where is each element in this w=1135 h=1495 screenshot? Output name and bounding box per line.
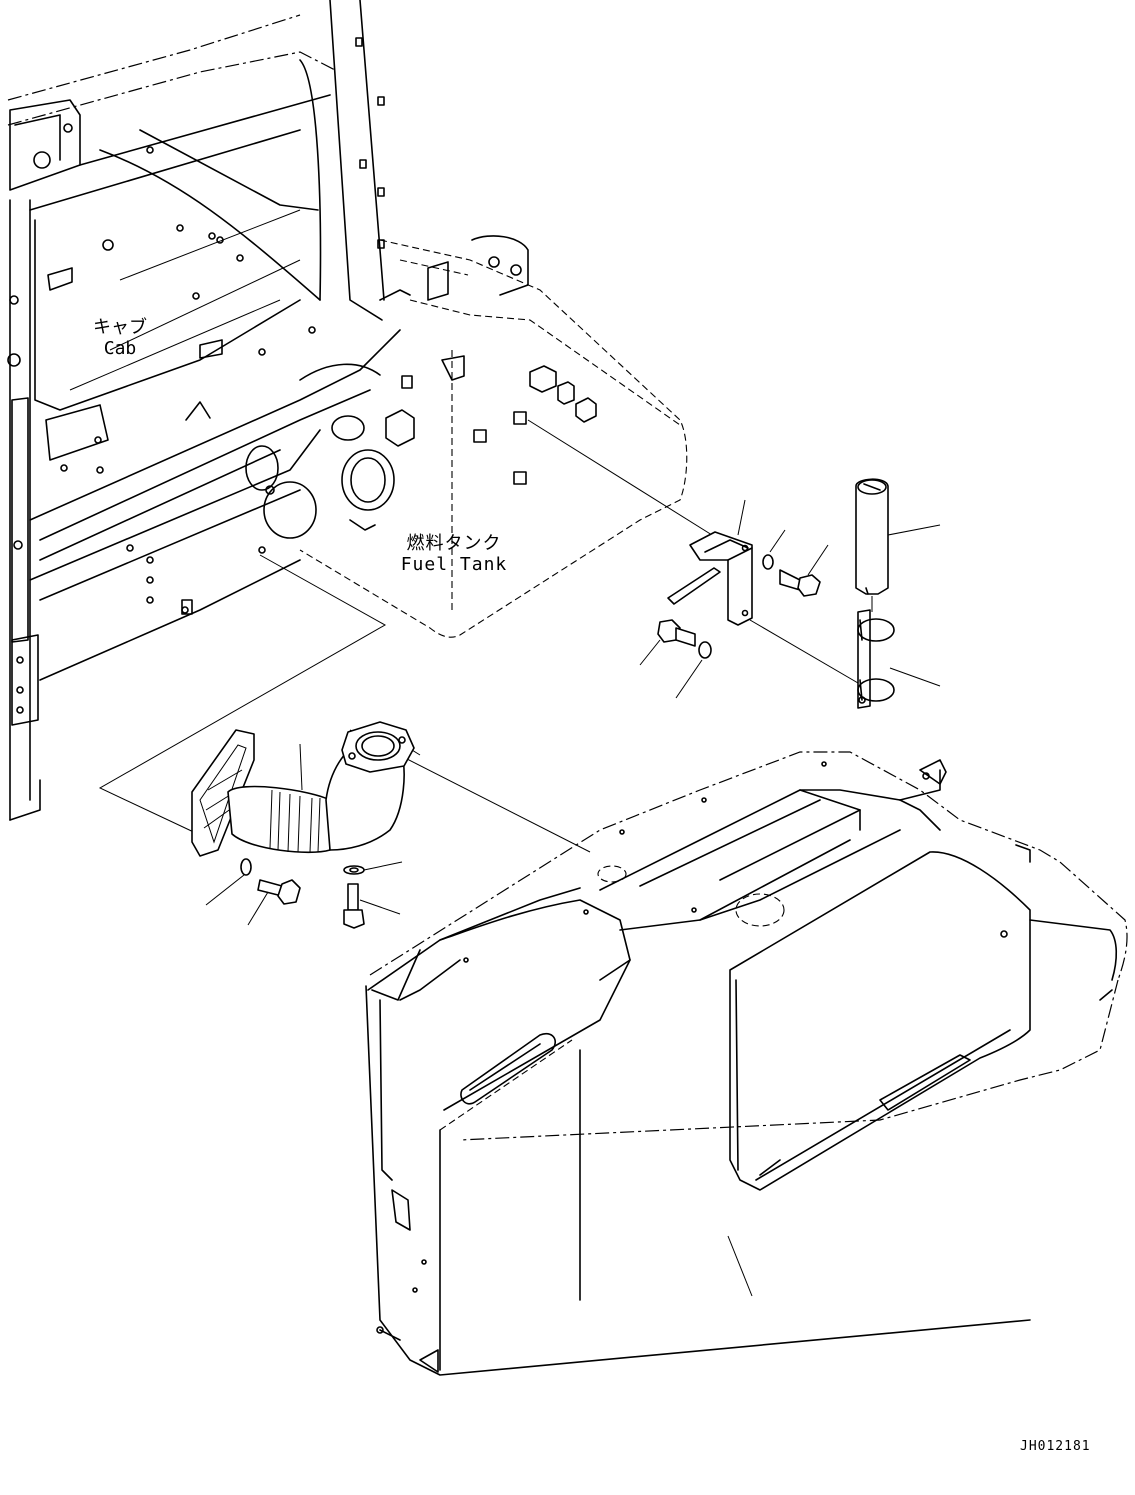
bolt-left [247,879,301,926]
elbow-pipe [191,721,415,857]
cab-frame [7,0,411,821]
cab-label-en: Cab [103,337,137,359]
washer-center [343,861,403,875]
bolt-right-upper [779,544,829,597]
fuel-tank-label-en: Fuel Tank [400,553,508,575]
drawing-code: JH012181 [1020,1439,1091,1454]
bolt-center [343,883,401,929]
mounting-bracket [667,499,753,626]
washer-right-lower [675,641,712,699]
cab-label: キャブ Cab [88,317,152,359]
filler-tube [855,478,941,612]
fuel-tank-label-jp: 燃料タンク [406,533,502,554]
cab-label-jp: キャブ [93,317,147,338]
washer-left [205,858,252,906]
bolt-right-lower [639,619,696,666]
fuel-tank-label: 燃料タンク Fuel Tank [393,533,515,575]
tube-clamp [857,609,941,709]
washer-right-upper [762,529,786,570]
tank-cover [365,751,1128,1376]
fuel-tank-outline [299,235,688,638]
